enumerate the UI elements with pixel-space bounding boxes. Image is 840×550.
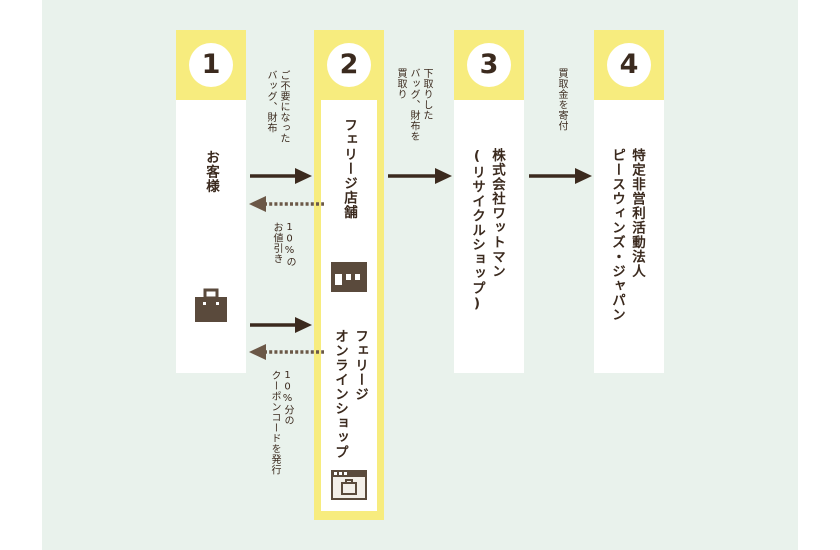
arrow-store-to-recycle <box>388 168 452 184</box>
arrow-customer-to-online <box>250 317 312 333</box>
arrow-customer-to-store <box>250 168 312 184</box>
step-number-4: 4 <box>607 43 651 87</box>
store-box: フェリージ店舗 <box>321 100 377 328</box>
online-shop-icon <box>331 470 367 500</box>
arrow-store-to-customer <box>249 196 324 212</box>
customer-column: 1 お客様 <box>176 30 246 373</box>
store-column: 2 フェリージ店舗 フェリージ オンラインショップ <box>314 30 384 520</box>
customer-label: お客様 <box>203 150 219 194</box>
flow-arrows <box>249 168 592 360</box>
npo-label-2: ピースウィンズ・ジャパン <box>609 148 625 322</box>
recycle-shop-column: 3 株式会社ワットマン (リサイクルショップ) <box>454 30 524 373</box>
step-number-3: 3 <box>467 43 511 87</box>
step-header: 4 <box>594 30 664 100</box>
flow-label-donation: 買取金を寄付 <box>556 68 567 131</box>
recycle-shop-label-2: (リサイクルショップ) <box>469 148 485 313</box>
step-header: 1 <box>176 30 246 100</box>
npo-label-1: 特定非営利活動法人 <box>629 148 645 279</box>
arrow-online-to-customer <box>249 344 324 360</box>
recycle-shop-label-1: 株式会社ワットマン <box>489 148 505 279</box>
shop-icon <box>331 262 367 292</box>
flow-label-coupon: 10%分の クーポンコードを発行 <box>269 370 293 475</box>
flow-label-customer-to-store: ご不要になった バッグ、財布 <box>265 70 289 144</box>
store-label: フェリージ店舗 <box>341 118 357 220</box>
bag-icon <box>195 288 227 322</box>
online-label-2: オンラインショップ <box>332 329 348 460</box>
online-shop-box: フェリージ オンラインショップ <box>321 315 377 511</box>
step-number-2: 2 <box>327 43 371 87</box>
online-label-1: フェリージ <box>352 329 368 402</box>
diagram-canvas: 1 お客様 2 フェリージ店舗 フェリージ オンラインショップ <box>42 0 798 550</box>
npo-column: 4 特定非営利活動法人 ピースウィンズ・ジャパン <box>594 30 664 373</box>
step-header: 3 <box>454 30 524 100</box>
flow-label-discount: 10%の お値引き <box>271 222 295 267</box>
flow-label-trade-in: 下取りした バッグ、財布を 買取り <box>395 68 432 142</box>
arrow-recycle-to-npo <box>529 168 592 184</box>
step-number-1: 1 <box>189 43 233 87</box>
